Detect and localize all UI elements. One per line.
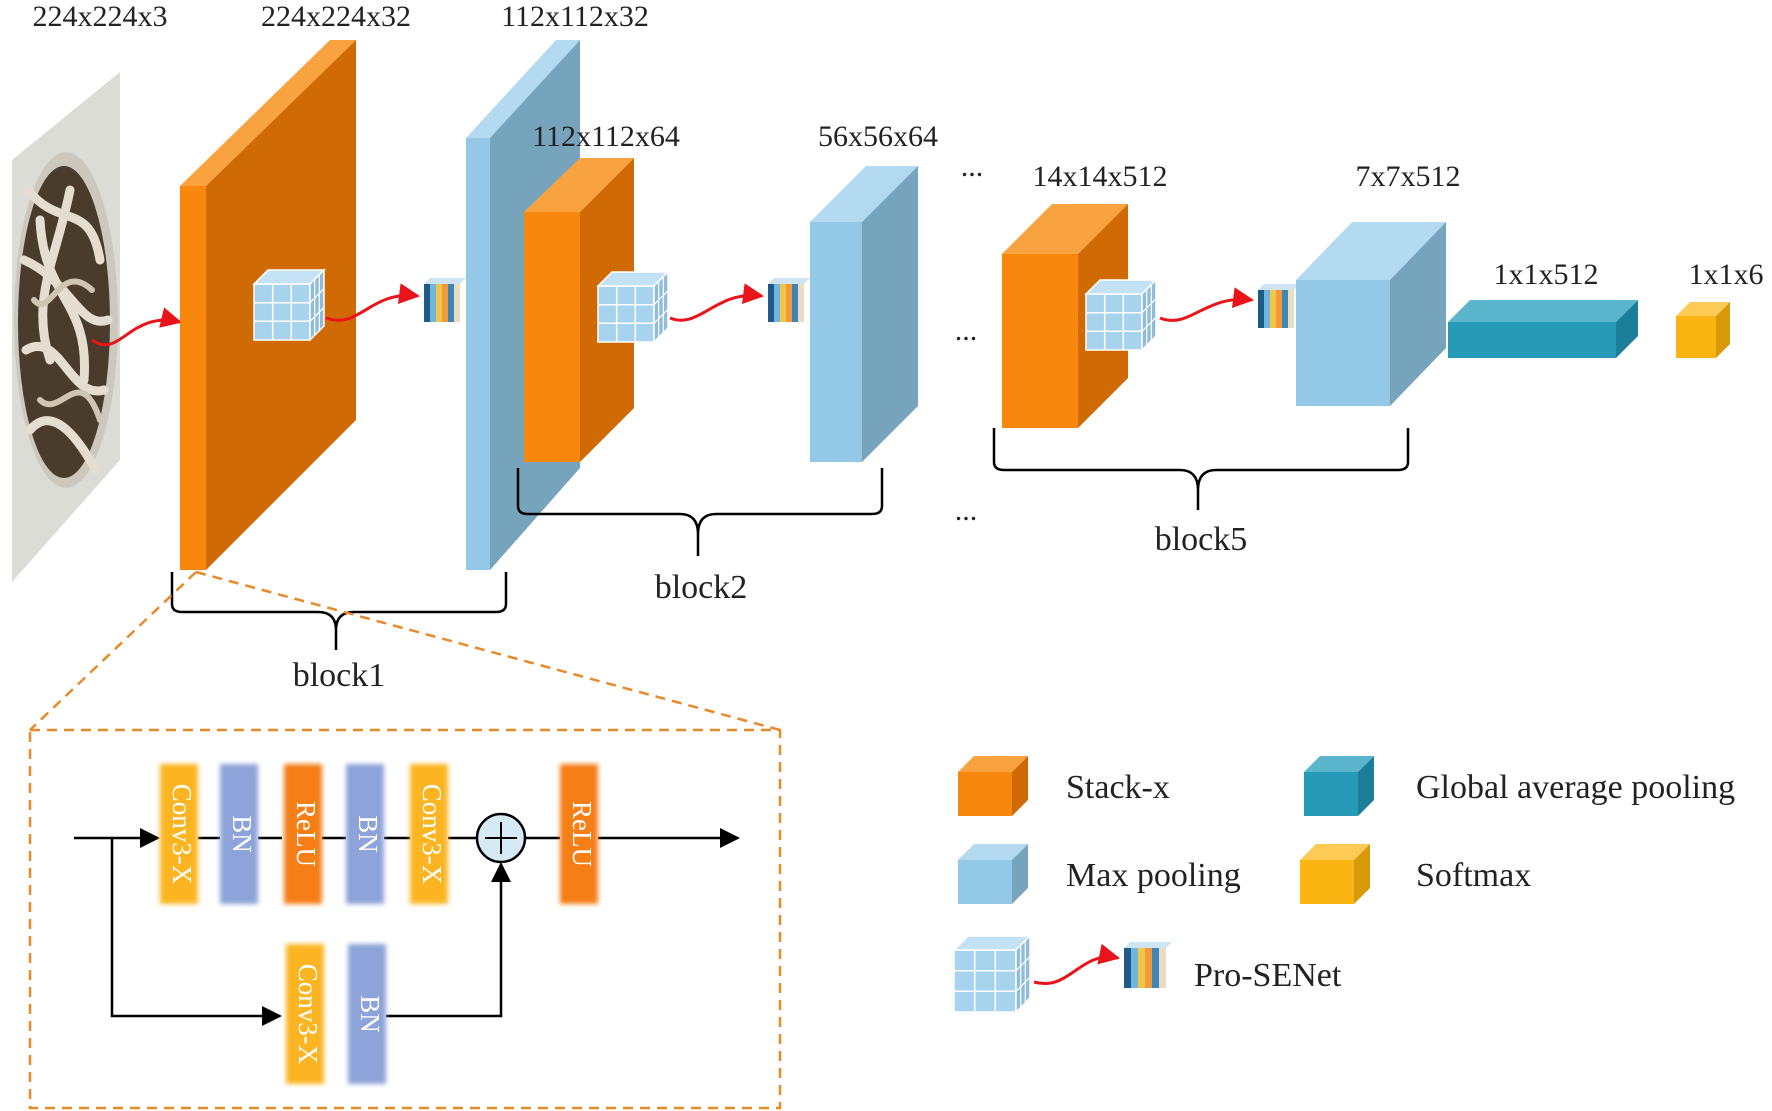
legend-stack-icon: [958, 756, 1028, 816]
brace-block2: [516, 468, 884, 556]
ellipsis-middle: ...: [955, 314, 978, 347]
conv3x-label-shortcut: Conv3-X: [293, 964, 323, 1065]
dim-label-gap: 1x1x512: [1494, 258, 1599, 291]
dim-label-stack1: 224x224x32: [261, 0, 411, 33]
bn-layer-1: [220, 764, 258, 904]
dim-label-pool5: 7x7x512: [1356, 160, 1461, 193]
dim-label-softmax: 1x1x6: [1689, 258, 1764, 291]
prosenet-cube-1: [244, 268, 326, 342]
bn-label-shortcut: BN: [355, 995, 385, 1033]
channel-weights-5: [1258, 284, 1300, 328]
maxpool-block-5: [1296, 222, 1446, 406]
stack-block-2: [524, 158, 634, 462]
red-arrow: [1159, 287, 1255, 322]
red-arrow: [325, 283, 421, 322]
legend-gap-label: Global average pooling: [1416, 769, 1735, 806]
prosenet-cube-2: [596, 270, 670, 344]
legend-prosenet-cube-icon: [952, 934, 1032, 1014]
block2-label: block2: [655, 569, 748, 606]
add-node-icon: [475, 812, 527, 864]
brace-block1: [170, 572, 508, 650]
bn-layer-shortcut: [348, 944, 386, 1084]
legend: Stack-x Global average pooling Max pooli…: [952, 756, 1735, 1014]
shortcut-line: [110, 838, 282, 1026]
legend-maxpool-label: Max pooling: [1066, 857, 1241, 894]
gap-bar: [1448, 300, 1638, 358]
softmax-cube: [1676, 302, 1730, 358]
conv3x-layer-1: [160, 764, 198, 904]
legend-stack-label: Stack-x: [1066, 769, 1170, 806]
legend-gap-icon: [1304, 756, 1374, 816]
channel-weights-2: [768, 278, 810, 322]
dim-label-pool2: 56x56x64: [818, 120, 938, 153]
relu-layer-1: [284, 764, 322, 904]
shortcut-return-line: [386, 862, 511, 1018]
input-image: [12, 72, 120, 582]
conv3x-layer-2: [410, 764, 448, 904]
block1-label: block1: [293, 657, 386, 694]
conv3x-label-2: Conv3-X: [417, 784, 447, 885]
dim-label-stack5: 14x14x512: [1033, 160, 1168, 193]
zoom-lines: [29, 570, 781, 732]
maxpool-block-2: [810, 166, 918, 462]
conv3x-label-1: Conv3-X: [167, 784, 197, 885]
bn-label-1: BN: [227, 815, 257, 853]
bn-layer-2: [346, 764, 384, 904]
relu-layer-2: [560, 764, 598, 904]
red-arrow: [669, 283, 765, 322]
legend-softmax-icon: [1300, 844, 1370, 904]
bn-label-2: BN: [353, 815, 383, 853]
ellipsis-top: ...: [961, 150, 984, 183]
legend-red-arrow: [1033, 943, 1121, 986]
detail-box: [28, 728, 782, 1110]
prosenet-cube-5: [1084, 278, 1158, 352]
legend-softmax-label: Softmax: [1416, 857, 1531, 894]
legend-prosenet-label: Pro-SENet: [1194, 957, 1342, 994]
relu-label-1: ReLU: [291, 801, 321, 867]
dim-label-input: 224x224x3: [33, 0, 168, 33]
dim-label-pool1: 112x112x32: [501, 0, 649, 33]
ellipsis-bottom: ...: [955, 494, 978, 527]
legend-channel-weights-icon: [1124, 942, 1172, 988]
block5-label: block5: [1155, 521, 1248, 558]
relu-label-2: ReLU: [567, 801, 597, 867]
brace-block5: [992, 428, 1410, 510]
conv3x-layer-shortcut: [286, 944, 324, 1084]
channel-weights-1: [424, 278, 466, 322]
legend-maxpool-icon: [958, 844, 1028, 904]
dim-label-stack2: 112x112x64: [532, 120, 680, 153]
red-arrow: [91, 307, 183, 347]
